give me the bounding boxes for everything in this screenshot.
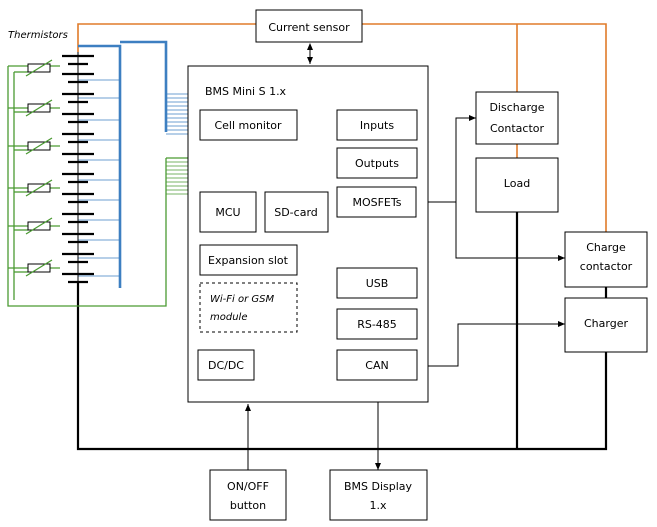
- thermistor-5: [25, 217, 53, 235]
- rs485-box: [336, 308, 418, 340]
- battery-stack: [62, 52, 94, 284]
- discharge-contactor-label-line1: Discharge: [489, 101, 544, 114]
- charge-contactor-label-line2: contactor: [580, 260, 633, 273]
- thermistor-2: [25, 99, 53, 117]
- sd-card-label: SD-card: [274, 206, 318, 219]
- discharge-contactor-label-line2: Contactor: [490, 122, 545, 135]
- thermistor-1: [25, 59, 53, 77]
- charger-label: Charger: [584, 317, 628, 330]
- thermistor-6: [25, 259, 53, 277]
- expansion-slot-label: Expansion slot: [208, 254, 289, 267]
- load-label: Load: [504, 177, 530, 190]
- cell-tap-bus: [78, 40, 168, 288]
- sd-card-box: [264, 191, 329, 233]
- thermistor-symbols: [25, 59, 53, 277]
- bms-display-box: [329, 469, 428, 521]
- thermistor-3: [25, 137, 53, 155]
- rs485-label: RS-485: [357, 318, 397, 331]
- wifi-gsm-box: [199, 282, 298, 333]
- charge-contactor-box: [564, 231, 648, 288]
- expansion-slot-box: [199, 244, 298, 276]
- can-box: [336, 349, 418, 381]
- load-box: [475, 157, 559, 213]
- cell-monitor-label: Cell monitor: [214, 119, 282, 132]
- can-label: CAN: [365, 359, 388, 372]
- dcdc-box: [197, 349, 255, 381]
- current-loop-wires: [77, 23, 607, 232]
- thermistor-connector: [166, 161, 188, 195]
- onoff-button-label-line2: button: [230, 499, 266, 512]
- charge-contactor-label-line1: Charge: [586, 241, 626, 254]
- inputs-box: [336, 109, 418, 141]
- mcu-box: [199, 191, 257, 233]
- usb-label: USB: [366, 277, 389, 290]
- bms-title: BMS Mini S 1.x: [205, 85, 287, 98]
- wifi-gsm-label-line1: Wi-Fi or GSM: [210, 294, 274, 305]
- current-sensor-box: [255, 9, 363, 43]
- inputs-label: Inputs: [360, 119, 394, 132]
- bms-display-label-line1: BMS Display: [344, 480, 413, 493]
- mosfets-label: MOSFETs: [352, 196, 401, 209]
- dcdc-label: DC/DC: [208, 359, 244, 372]
- outputs-label: Outputs: [355, 157, 399, 170]
- discharge-contactor-box: [475, 91, 559, 145]
- onoff-button-box: [209, 469, 287, 521]
- thermistors-label: Thermistors: [8, 30, 68, 41]
- cell-connector: [166, 93, 188, 135]
- charger-box: [564, 297, 648, 353]
- bms-display-label-line2: 1.x: [369, 499, 386, 512]
- mosfets-box: [336, 186, 417, 218]
- usb-box: [336, 267, 418, 299]
- onoff-button-label-line1: ON/OFF: [227, 480, 269, 493]
- thermistor-4: [25, 179, 53, 197]
- mcu-label: MCU: [215, 206, 240, 219]
- cell-monitor-box: [199, 109, 298, 141]
- wifi-gsm-label-line2: module: [210, 312, 247, 323]
- signal-lines: [245, 43, 565, 470]
- current-sensor-label: Current sensor: [268, 21, 350, 34]
- outputs-box: [336, 147, 418, 179]
